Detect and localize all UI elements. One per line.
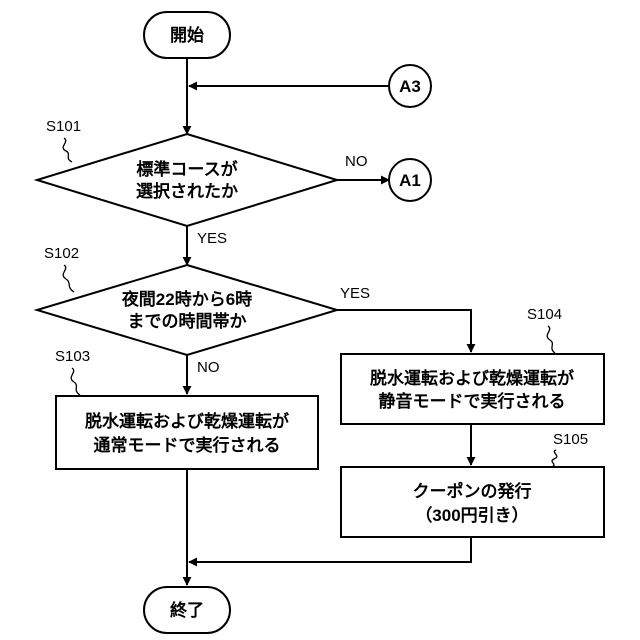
edge-label-s102-no: NO (197, 359, 220, 376)
edge-label-s101-yes: YES (197, 230, 227, 247)
decision-s102: 夜間22時から6時 までの時間帯か (37, 265, 337, 355)
step-label-s104: S104 (527, 306, 562, 353)
edge-s105-to-main (189, 537, 471, 562)
s102-text-line2: までの時間帯か (128, 311, 247, 331)
s103-text-line2: 通常モードで実行される (94, 435, 281, 455)
end-terminal: 終了 (144, 587, 230, 633)
s105-text-line2: （300円引き） (415, 505, 528, 525)
process-s104: 脱水運転および乾燥運転が 静音モードで実行される (341, 354, 604, 424)
start-terminal: 開始 (144, 12, 230, 58)
edge-label-s101-no: NO (345, 153, 368, 170)
step-s104-text: S104 (527, 306, 562, 323)
connector-a3: A3 (389, 65, 431, 107)
s105-text-line1: クーポンの発行 (413, 481, 532, 501)
connector-a1-label: A1 (399, 171, 421, 190)
s103-text-line1: 脱水運転および乾燥運転が (85, 411, 289, 431)
step-s101-text: S101 (46, 118, 81, 135)
s102-text-line1: 夜間22時から6時 (121, 289, 252, 309)
s104-text-line2: 静音モードで実行される (379, 391, 566, 411)
decision-s101: 標準コースが 選択されたか (37, 134, 337, 226)
process-s103: 脱水運転および乾燥運転が 通常モードで実行される (56, 396, 318, 469)
step-s102-text: S102 (44, 245, 79, 262)
connector-a3-label: A3 (399, 77, 421, 96)
s101-text-line1: 標準コースが (136, 159, 237, 179)
edge-s102-yes (337, 310, 471, 352)
step-s103-text: S103 (55, 348, 90, 365)
s101-text-line2: 選択されたか (136, 181, 238, 201)
process-s105: クーポンの発行 （300円引き） (341, 467, 604, 537)
step-label-s101: S101 (46, 118, 81, 162)
edge-label-s102-yes: YES (340, 285, 370, 302)
step-label-s105: S105 (552, 431, 588, 467)
step-label-s102: S102 (44, 245, 79, 292)
start-label: 開始 (170, 25, 204, 45)
step-s105-text: S105 (553, 431, 588, 448)
step-label-s103: S103 (55, 348, 90, 395)
end-label: 終了 (170, 600, 204, 620)
s104-text-line1: 脱水運転および乾燥運転が (370, 368, 574, 388)
connector-a1: A1 (389, 159, 431, 201)
